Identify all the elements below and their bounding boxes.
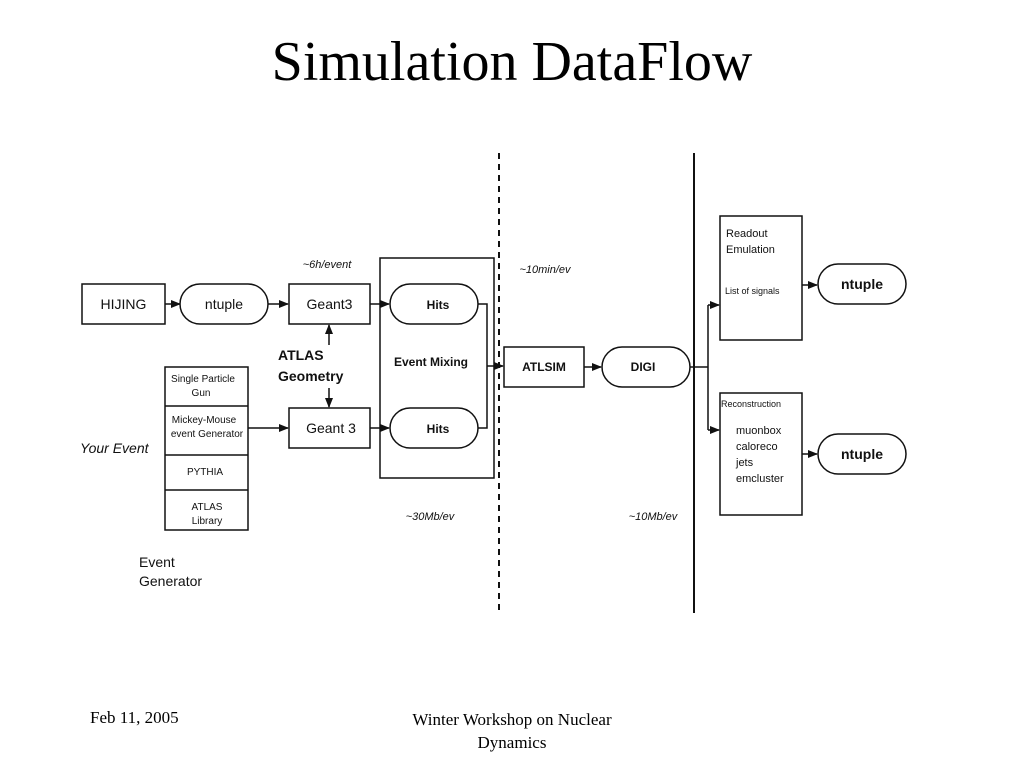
generator-option-label: Single Particle xyxy=(171,374,235,385)
footer-event: Winter Workshop on Nuclear Dynamics xyxy=(372,708,652,754)
ntuple-input-node: ntuple xyxy=(179,283,269,325)
time-per-ev-label: ~10min/ev xyxy=(519,264,572,276)
merge-line-bottom xyxy=(478,366,488,429)
footer-event-line1: Winter Workshop on Nuclear xyxy=(412,710,612,729)
reco-item: caloreco xyxy=(736,441,778,453)
event-generator-label-2: Generator xyxy=(139,573,202,589)
digi-node: DIGI xyxy=(601,346,691,388)
geant3-top-box: Geant3 xyxy=(288,283,371,325)
digi-label: DIGI xyxy=(631,360,656,374)
ntuple-input-label: ntuple xyxy=(205,296,243,312)
ntuple-output-bottom-label: ntuple xyxy=(841,446,883,462)
time-per-event-label: ~6h/event xyxy=(303,259,353,271)
ntuple-output-top-node: ntuple xyxy=(817,263,907,305)
generator-option-label: Mickey-Mouse xyxy=(172,415,237,426)
hits-bottom-label: Hits xyxy=(427,422,450,436)
generator-option-label: event Generator xyxy=(171,429,244,440)
geant3-bottom-box: Geant 3 xyxy=(288,407,371,449)
geant3-bottom-label: Geant 3 xyxy=(306,420,356,436)
generator-option-label: PYTHIA xyxy=(187,467,223,478)
readout-label-2: Emulation xyxy=(726,244,775,256)
your-event-label: Your Event xyxy=(80,440,150,456)
generator-option-label: Gun xyxy=(192,388,211,399)
readout-label-1: Readout xyxy=(726,228,768,240)
atlas-geometry-label-2: Geometry xyxy=(278,368,344,384)
footer-event-line2: Dynamics xyxy=(477,733,547,752)
hijing-label: HIJING xyxy=(101,296,147,312)
list-of-signals-label: List of signals xyxy=(725,286,780,296)
atlsim-box: ATLSIM xyxy=(503,346,585,388)
hits-top-node: Hits xyxy=(389,283,479,325)
atlas-geometry-label-1: ATLAS xyxy=(278,347,324,363)
merge-line-top xyxy=(478,303,488,366)
generator-option-label: ATLAS xyxy=(192,502,223,513)
reconstruction-box: Reconstruction muonbox caloreco jets emc… xyxy=(719,392,803,516)
readout-box: Readout Emulation List of signals xyxy=(719,215,803,341)
size-mixing-label: ~30Mb/ev xyxy=(406,511,456,523)
atlsim-label: ATLSIM xyxy=(522,360,566,374)
reconstruction-label: Reconstruction xyxy=(721,399,781,409)
footer-date: Feb 11, 2005 xyxy=(90,708,179,727)
ntuple-output-top-label: ntuple xyxy=(841,276,883,292)
hits-bottom-node: Hits xyxy=(389,407,479,449)
generator-stack: Single Particle Gun Mickey-Mouse event G… xyxy=(164,366,249,531)
event-generator-label-1: Event xyxy=(139,554,175,570)
event-mixing-label: Event Mixing xyxy=(394,355,468,369)
reco-item: muonbox xyxy=(736,425,782,437)
reco-item: jets xyxy=(735,457,754,469)
hijing-box: HIJING xyxy=(81,283,166,325)
ntuple-output-bottom-node: ntuple xyxy=(817,433,907,475)
generator-option-label: Library xyxy=(192,516,223,527)
hits-top-label: Hits xyxy=(427,298,450,312)
geant3-top-label: Geant3 xyxy=(307,296,353,312)
reco-item: emcluster xyxy=(736,473,784,485)
slide-title: Simulation DataFlow xyxy=(271,31,753,93)
size-digi-label: ~10Mb/ev xyxy=(629,511,679,523)
